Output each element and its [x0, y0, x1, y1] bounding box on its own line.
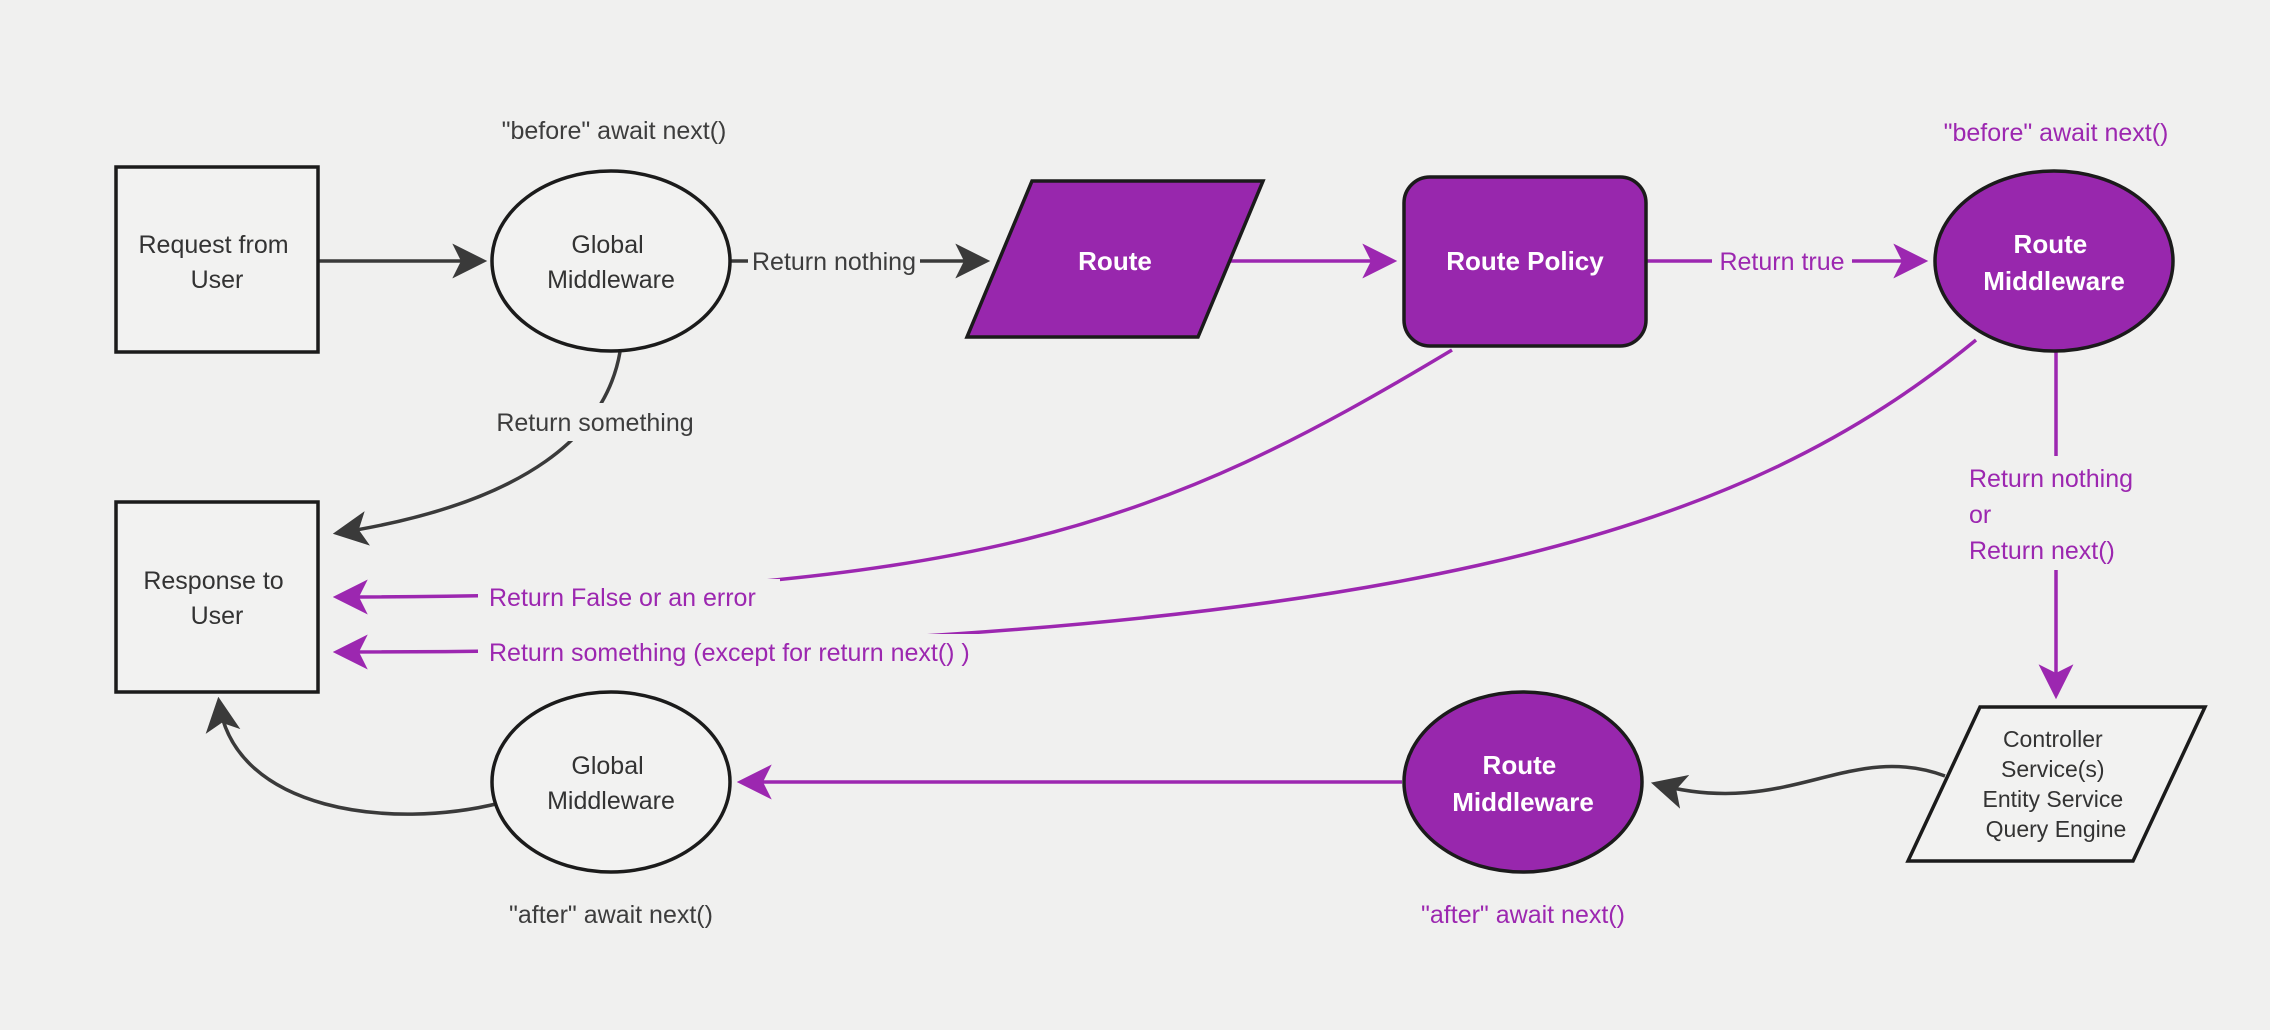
node-controller-services: Controller Service(s) Entity Service Que… [1905, 705, 2208, 863]
node-global-middleware-top: Global Middleware [490, 169, 732, 353]
nodes: Request from User Global Middleware Rout… [114, 165, 2208, 874]
node-controller-services-label: Controller Service(s) Entity Service Que… [1983, 726, 2130, 842]
edge-labels: "before" await next() Return nothing Ret… [478, 117, 2172, 929]
svg-text:Return true: Return true [1719, 248, 1844, 276]
node-global-middleware-bottom: Global Middleware [490, 690, 732, 874]
label-after-await-next-left: "after" await next() [509, 901, 713, 929]
node-route-middleware-bottom-label: Route Middleware [1452, 750, 1594, 817]
node-route-middleware-bottom: Route Middleware [1402, 690, 1644, 874]
node-route: Route [964, 179, 1266, 339]
svg-text:Return something: Return something [496, 409, 693, 437]
node-global-middleware-top-label: Global Middleware [547, 231, 675, 294]
edge-controller-to-route-middleware-bottom [1650, 764, 1946, 809]
label-return-false-or-error: Return False or an error [478, 579, 780, 616]
label-return-nothing-top: Return nothing [748, 242, 920, 280]
label-return-nothing-or-next: Return nothing or Return next() [1956, 456, 2172, 570]
edge-global-middleware-bottom-to-response [205, 696, 501, 816]
node-response-to-user-label: Response to User [143, 567, 290, 630]
svg-text:Return False or an error: Return False or an error [489, 584, 756, 612]
node-route-middleware-top-label: Route Middleware [1983, 229, 2125, 296]
label-after-await-next-bottom: "after" await next() [1421, 901, 1625, 929]
label-before-await-next-top: "before" await next() [502, 117, 727, 145]
node-route-policy-label: Route Policy [1446, 246, 1604, 276]
node-request-from-user: Request from User [114, 165, 320, 354]
node-route-label: Route [1078, 246, 1152, 276]
label-before-await-next-right: "before" await next() [1944, 119, 2169, 147]
label-return-true: Return true [1712, 242, 1852, 280]
svg-text:Return nothing or: Return nothing or Return next() [1969, 465, 2140, 565]
svg-text:Return something (except for r: Return something (except for return next… [489, 639, 970, 667]
node-global-middleware-bottom-label: Global Middleware [547, 752, 675, 815]
node-route-middleware-top: Route Middleware [1933, 169, 2175, 353]
node-response-to-user: Response to User [114, 500, 320, 694]
node-route-policy: Route Policy [1402, 175, 1648, 348]
svg-text:Return nothing: Return nothing [752, 248, 916, 276]
label-return-something-except: Return something (except for return next… [478, 634, 1006, 671]
edge-global-middleware-to-response [332, 351, 622, 546]
label-return-something: Return something [486, 403, 704, 441]
node-request-from-user-label: Request from User [138, 231, 295, 294]
